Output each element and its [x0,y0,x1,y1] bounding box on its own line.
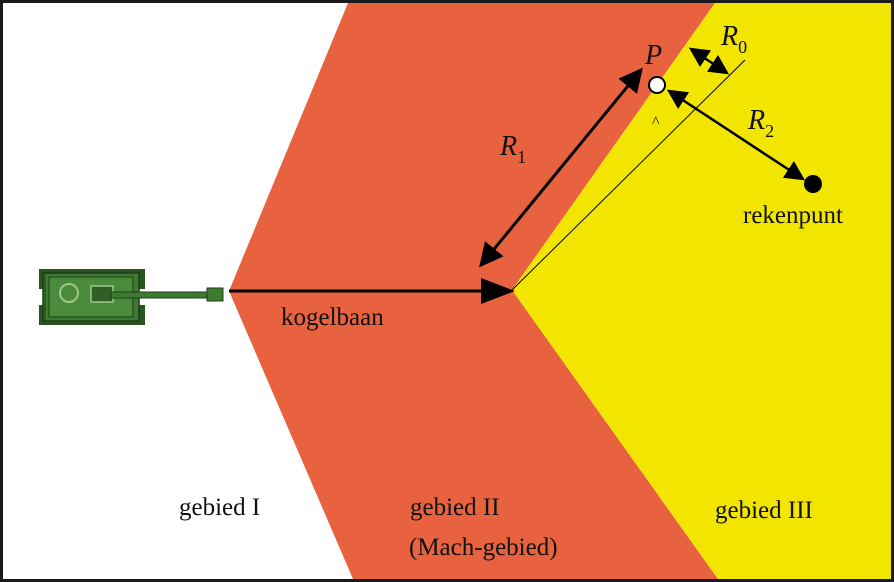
region-1-label: gebied I [179,494,260,521]
caret-mark: ^ [652,114,660,131]
trajectory-label: kogelbaan [281,304,384,331]
r0-arrow [688,47,730,75]
region-2-sublabel: (Mach-gebied) [409,534,558,561]
point-p-label: P [644,40,662,71]
r1-sub: 1 [517,147,526,167]
calc-point-marker [804,175,822,193]
r1-label: R1 [499,131,526,167]
r0-label: R0 [720,21,747,57]
r2-label: R2 [747,105,774,141]
r1-arrow [479,67,643,268]
trajectory-arrowhead [481,278,515,304]
r0-sub: 0 [738,37,747,57]
calc-point-label: rekenpunt [743,202,843,229]
r2-main: R [747,105,765,136]
r1-main: R [499,131,517,162]
r0-main: R [720,21,738,52]
r2-arrow [666,89,806,181]
r2-sub: 2 [765,121,774,141]
region-3-label: gebied III [715,497,813,524]
tank-icon [39,269,224,325]
point-p-marker [648,76,666,94]
region-2-label: gebied II [410,494,500,521]
